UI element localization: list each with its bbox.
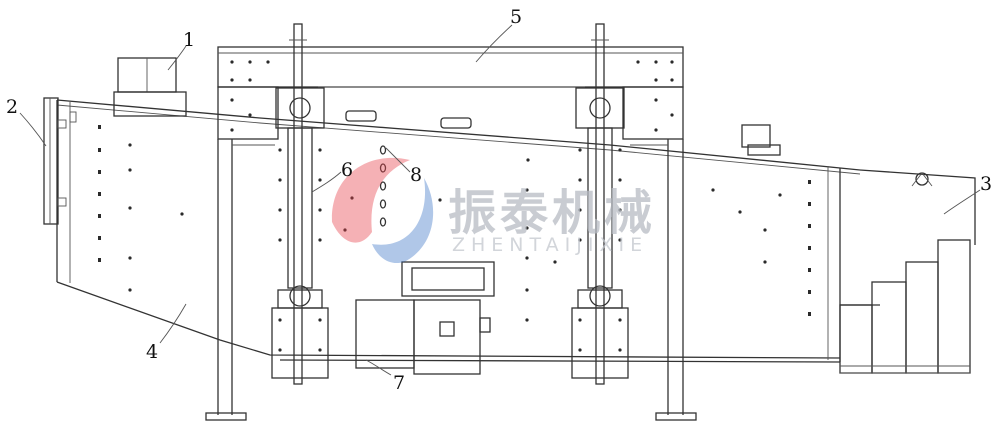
screen-box	[56, 99, 861, 363]
discharge-outlet	[840, 169, 976, 306]
vibration-motor	[355, 261, 495, 375]
lifting-handles	[345, 110, 781, 156]
feed-end-cover	[43, 97, 77, 225]
callout-1: 1	[183, 29, 195, 51]
callout-7: 7	[393, 372, 405, 394]
brand-watermark: 振泰机械 ZHENTAIJIXIE	[331, 157, 656, 264]
inspection-slots	[379, 145, 387, 227]
callout-5: 5	[510, 6, 522, 28]
support-legs	[205, 139, 697, 421]
brand-name-cn: 振泰机械	[448, 185, 656, 241]
discharge-chutes	[839, 239, 971, 374]
callout-leaders	[19, 24, 981, 376]
brand-name-en: ZHENTAIJIXIE	[452, 234, 648, 256]
top-frame	[217, 46, 684, 140]
callout-3: 3	[980, 173, 992, 195]
bolt-holes	[98, 125, 811, 322]
callout-4: 4	[146, 341, 158, 363]
left-spring-assembly	[271, 87, 329, 379]
callout-8: 8	[410, 164, 422, 186]
right-spring-assembly	[571, 87, 629, 379]
callout-6: 6	[341, 159, 353, 181]
feed-inlet	[113, 57, 187, 117]
suspension-rods	[289, 23, 609, 385]
callout-2: 2	[6, 96, 18, 118]
brand-logo	[331, 157, 434, 264]
